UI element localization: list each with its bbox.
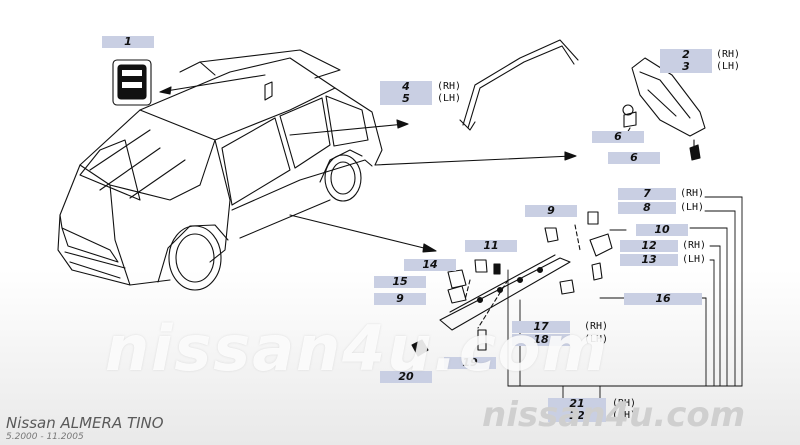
callout-17[interactable]: 17: [512, 321, 570, 333]
callout-5-side: (LH): [437, 93, 462, 104]
callout-13[interactable]: 13: [620, 254, 678, 266]
callout-1[interactable]: 1: [102, 36, 154, 48]
callout-20[interactable]: 20: [380, 371, 432, 383]
callout-6a[interactable]: 6: [592, 131, 644, 143]
callout-21-side: (RH): [612, 398, 637, 409]
part-4-moulding-drawing: [459, 39, 579, 131]
watermark-corner: nissan4u.com: [482, 395, 746, 435]
callout-22[interactable]: 22: [548, 410, 606, 422]
callout-22-side: (LH): [612, 410, 637, 421]
callout-17-side: (RH): [584, 321, 609, 332]
callout-18-side: (LH): [584, 334, 609, 345]
callout-11[interactable]: 11: [465, 240, 517, 252]
callout-19[interactable]: 19: [444, 357, 496, 369]
callout-3-side: (LH): [716, 61, 741, 72]
callout-2-side: (RH): [716, 49, 741, 60]
callout-21[interactable]: 21: [548, 398, 606, 410]
callout-7[interactable]: 7: [618, 188, 676, 200]
callout-5[interactable]: 5: [380, 93, 432, 105]
callout-10[interactable]: 10: [636, 224, 688, 236]
callout-7-side: (RH): [680, 188, 705, 199]
callout-6b[interactable]: 6: [608, 152, 660, 164]
callout-12[interactable]: 12: [620, 240, 678, 252]
watermark-main: nissan4u.com: [105, 312, 609, 385]
part-1-drawing: [112, 59, 152, 106]
model-name: Nissan ALMERA TINO: [6, 414, 164, 432]
production-period: 5.2000 - 11.2005: [6, 432, 84, 442]
car-illustration: [57, 49, 383, 291]
sill-moulding-drawing: [411, 211, 627, 357]
part-2-panel-drawing: [622, 57, 706, 161]
callout-8-side: (LH): [680, 202, 705, 213]
leader-arrows: [159, 74, 577, 253]
callout-12-side: (RH): [682, 240, 707, 251]
callout-14[interactable]: 14: [404, 259, 456, 271]
callout-9a[interactable]: 9: [525, 205, 577, 217]
callout-4-side: (RH): [437, 81, 462, 92]
callout-16[interactable]: 16: [624, 293, 702, 305]
callout-18[interactable]: 18: [512, 334, 570, 346]
callout-15[interactable]: 15: [374, 276, 426, 288]
callout-13-side: (LH): [682, 254, 707, 265]
callout-9b[interactable]: 9: [374, 293, 426, 305]
callout-3[interactable]: 3: [660, 61, 712, 73]
callout-4[interactable]: 4: [380, 81, 432, 93]
callout-8[interactable]: 8: [618, 202, 676, 214]
callout-2[interactable]: 2: [660, 49, 712, 61]
